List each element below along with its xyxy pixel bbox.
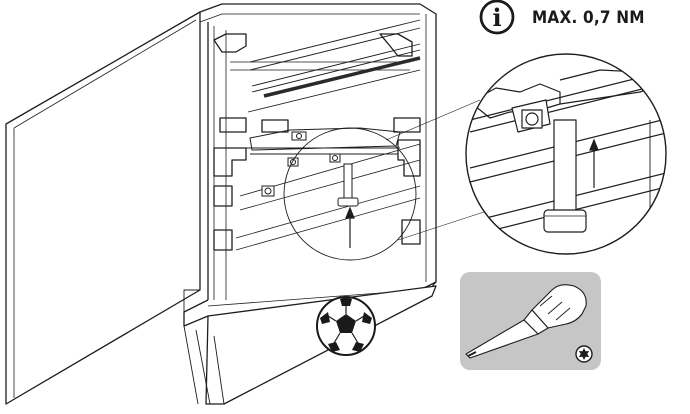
detail-marker-circle (283, 127, 417, 261)
football-icon (316, 296, 376, 356)
info-circle-icon: i (479, 0, 515, 35)
push-arrow (345, 206, 355, 248)
zoom-detail (465, 53, 667, 255)
info-symbol: i (492, 3, 501, 32)
fixing-screw (337, 163, 359, 207)
profile-housing (5, 3, 437, 405)
torx-screwdriver-icon (465, 284, 587, 359)
torx-star-icon (575, 345, 593, 363)
end-cap-face (5, 11, 201, 405)
torque-label: MAX. 0,7 NM (532, 8, 645, 28)
mounting-hardware (261, 131, 341, 197)
tool-panel (460, 272, 601, 370)
